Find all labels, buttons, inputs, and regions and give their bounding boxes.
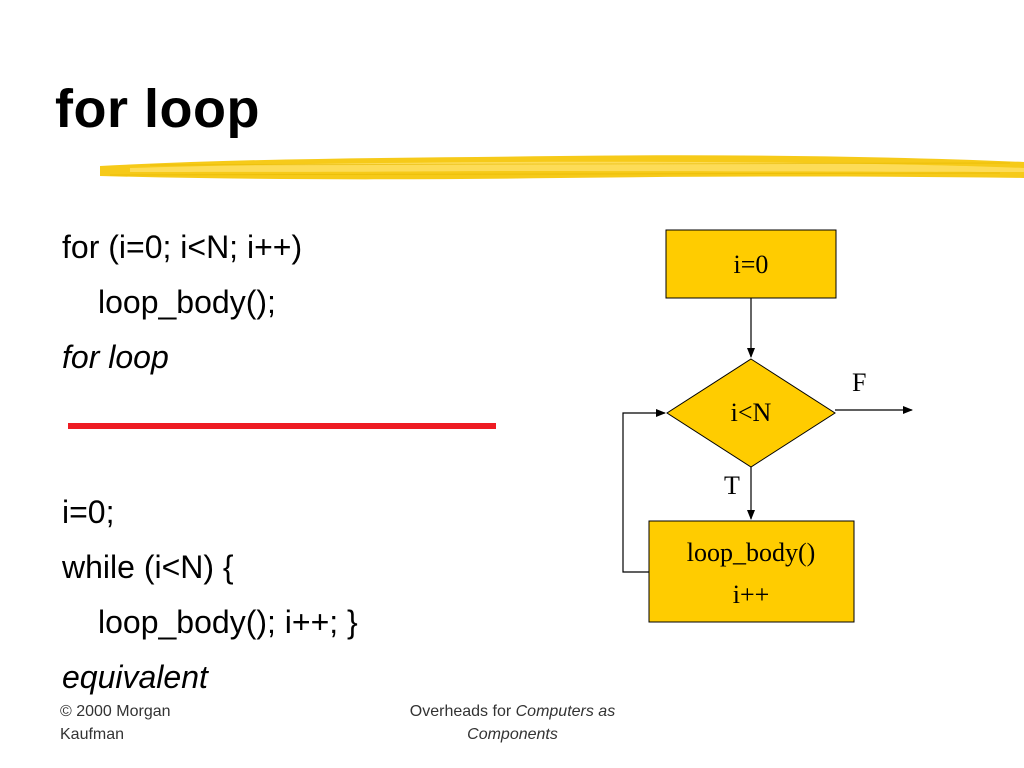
code-line: i=0;: [62, 494, 115, 530]
code-line: loop_body();: [98, 284, 276, 320]
footer-book-title: Computers as: [515, 703, 616, 720]
footer-copyright: © 2000 Morgan Kaufman: [60, 700, 171, 746]
code-caption: equivalent: [62, 659, 208, 695]
true-label: T: [724, 471, 740, 500]
code-block: for (i=0; i<N; i++) loop_body(); for loo…: [62, 220, 582, 705]
code-caption: for loop: [62, 339, 169, 375]
body-box: [648, 520, 855, 623]
init-label: i=0: [734, 250, 769, 279]
body-label-line1: loop_body(): [687, 538, 816, 567]
divider-row: [62, 385, 582, 485]
slide-title: for loop: [55, 79, 260, 139]
init-box: [665, 229, 837, 299]
red-divider: [68, 423, 496, 429]
footer-copyright-line: Kaufman: [60, 726, 125, 743]
footer-book-title-cont: Components: [467, 726, 558, 743]
false-label: F: [852, 368, 866, 397]
footer-overheads: Overheads for Computers as Components: [340, 700, 685, 746]
condition-label: i<N: [731, 398, 772, 427]
code-line: for (i=0; i<N; i++): [62, 229, 303, 265]
body-label-line2: i++: [733, 580, 770, 609]
loop-back-arrow: [622, 409, 666, 573]
code-line: loop_body(); i++; }: [98, 604, 358, 640]
footer-overheads-prefix: Overheads for: [409, 703, 516, 720]
code-line: while (i<N) {: [62, 549, 234, 585]
footer-copyright-line: © 2000 Morgan: [60, 703, 171, 720]
